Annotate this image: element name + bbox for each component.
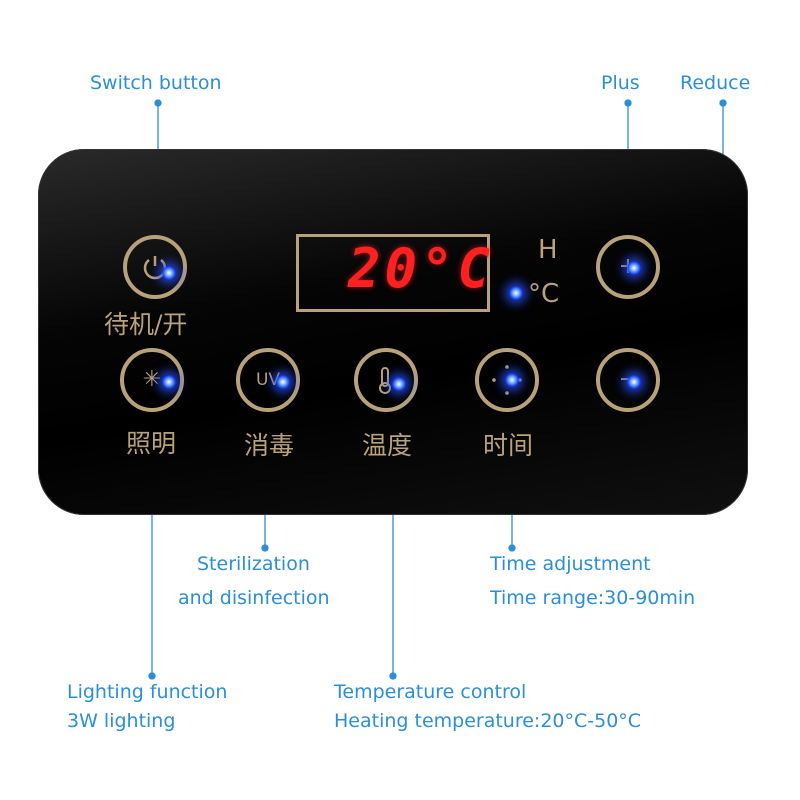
callout-time-line1: Time adjustment xyxy=(490,553,651,575)
sterilize-led xyxy=(276,375,290,389)
temperature-led xyxy=(392,377,406,391)
callout-sterilization-line1: Sterilization xyxy=(197,553,310,575)
h-indicator: H xyxy=(538,235,558,265)
clock-icon xyxy=(479,352,535,408)
lighting-label: 照明 xyxy=(126,429,177,458)
control-panel: 待机/开 20°C H °C + ✳ 照明 UV 消毒 温度 时间 − xyxy=(38,149,748,515)
time-label: 时间 xyxy=(483,431,534,460)
thermometer-icon xyxy=(358,352,414,408)
uv-icon: UV xyxy=(255,369,281,390)
callout-reduce: Reduce xyxy=(680,72,751,94)
sterilize-button[interactable]: UV xyxy=(236,348,300,412)
lighting-led xyxy=(162,375,176,389)
reduce-led xyxy=(627,375,641,389)
temperature-button[interactable] xyxy=(354,348,418,412)
lighting-button[interactable]: ✳ xyxy=(120,348,184,412)
callout-lighting-line1: Lighting function xyxy=(67,681,228,703)
sterilize-label: 消毒 xyxy=(244,431,295,460)
callout-temperature-line2: Heating temperature:20°C-50°C xyxy=(334,710,642,732)
callout-time-line2: Time range:30-90min xyxy=(490,587,696,609)
temperature-label: 温度 xyxy=(362,431,413,460)
power-led xyxy=(162,266,176,280)
power-icon xyxy=(127,239,183,295)
display-value: 20°C xyxy=(348,237,495,300)
plus-led xyxy=(627,261,641,275)
callout-temperature-line1: Temperature control xyxy=(334,681,527,703)
callout-switch-button: Switch button xyxy=(90,72,222,94)
callout-sterilization-line2: and disinfection xyxy=(178,587,330,609)
callout-lighting-line2: 3W lighting xyxy=(67,710,176,732)
callout-plus: Plus xyxy=(601,72,640,94)
temperature-display xyxy=(296,234,490,312)
power-label: 待机/开 xyxy=(104,310,188,339)
celsius-indicator: °C xyxy=(528,279,560,309)
time-button[interactable] xyxy=(475,348,539,412)
lighting-icon: ✳ xyxy=(142,367,162,392)
time-led xyxy=(505,373,519,387)
power-button[interactable] xyxy=(123,235,187,299)
celsius-led xyxy=(509,286,523,300)
